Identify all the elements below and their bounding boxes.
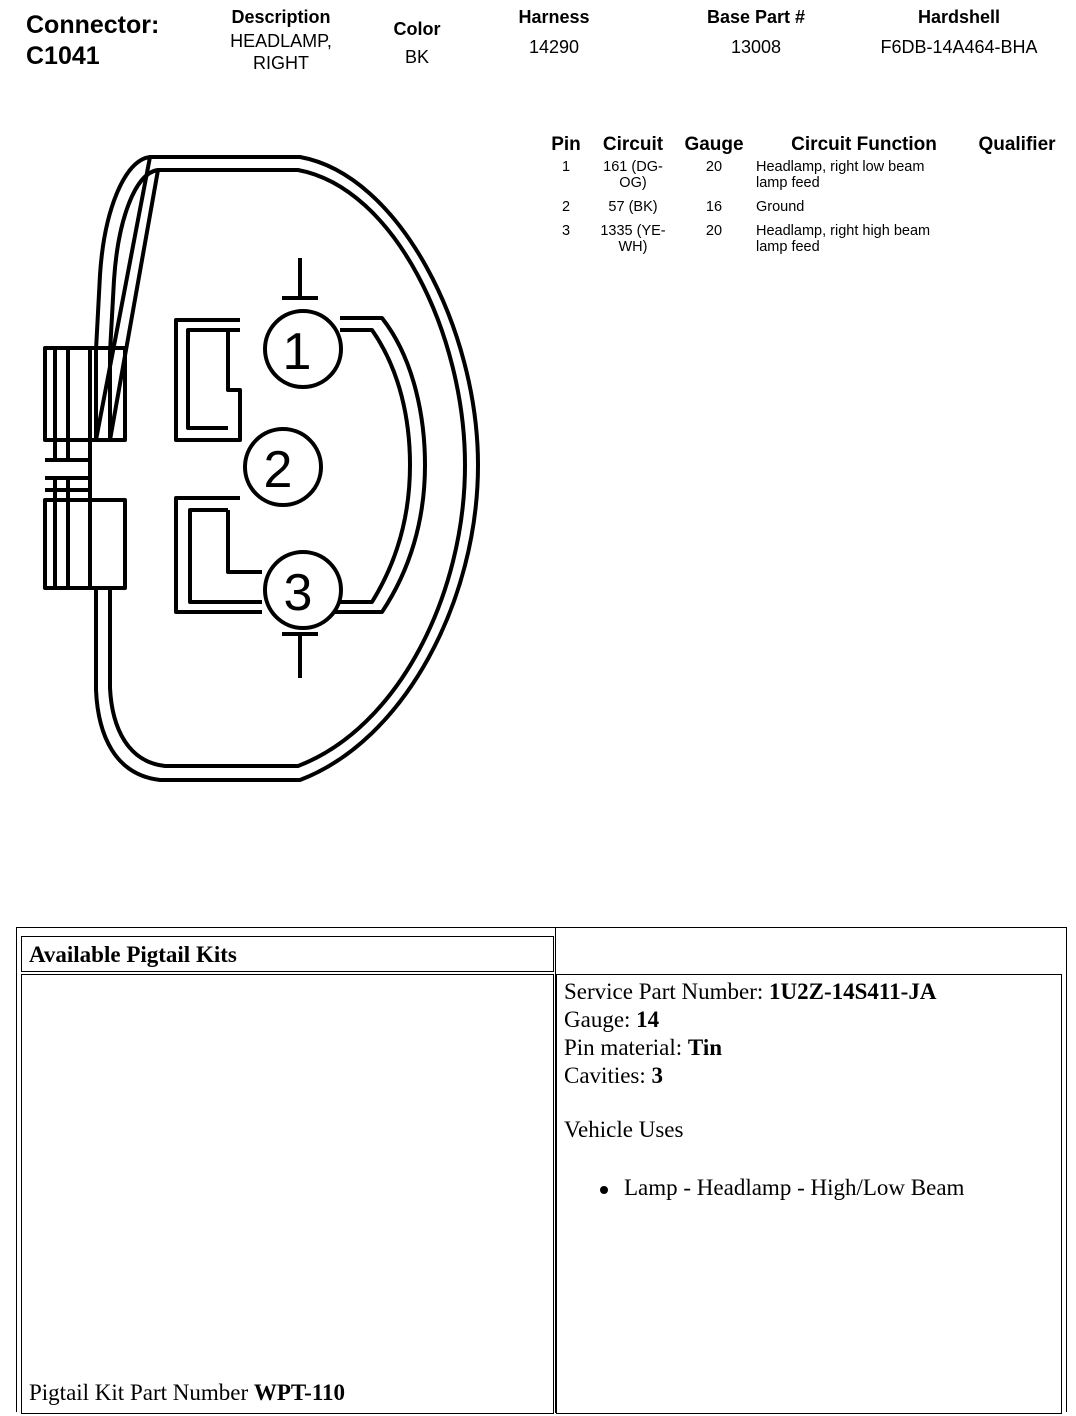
housing-inner-outline	[108, 168, 467, 768]
pin-table-header: Pin Circuit Gauge Circuit Function Quali…	[538, 132, 1062, 156]
vehicle-uses-title: Vehicle Uses	[564, 1117, 684, 1142]
pin-number: 2	[561, 199, 571, 215]
gauge-cell: 20	[705, 223, 723, 239]
gauge-label: Gauge:	[564, 1007, 637, 1032]
service-part-label: Service Part Number:	[564, 979, 770, 1004]
pin-number: 1	[561, 159, 571, 175]
pigtail-image-box: Pigtail Kit Part Number WPT-110	[21, 974, 554, 1414]
cavity-label-3: 3	[284, 564, 313, 622]
function-line: Headlamp, right high beam	[756, 223, 931, 239]
cavities-value: 3	[651, 1063, 664, 1088]
service-part-line: Service Part Number: 1U2Z-14S411-JA	[564, 978, 936, 1006]
function-line: lamp feed	[756, 239, 820, 255]
description-value-line1: HEADLAMP,	[230, 31, 332, 51]
service-part-value: 1U2Z-14S411-JA	[769, 979, 937, 1004]
kit-part-number: Pigtail Kit Part Number WPT-110	[29, 1379, 345, 1407]
pin-header: Pin	[551, 134, 581, 155]
cavity-label-1: 1	[283, 323, 312, 381]
cavity-3	[263, 550, 343, 630]
cavities-label: Cavities:	[564, 1063, 652, 1088]
color-header: Color	[393, 19, 441, 39]
description-column: Description HEADLAMP, RIGHT	[206, 6, 356, 74]
latch-lower-block	[43, 498, 127, 590]
harness-header: Harness	[518, 7, 590, 27]
pigtail-title: Available Pigtail Kits	[29, 942, 237, 967]
gauge-header: Gauge	[684, 134, 744, 155]
function-line: Headlamp, right low beam	[756, 159, 925, 175]
upper-key-slot-inner	[186, 328, 228, 430]
connector-label: Connector:	[26, 11, 160, 39]
terminal-channel-outer	[335, 316, 427, 614]
kit-part-number-label: Pigtail Kit Part Number	[29, 1380, 254, 1405]
cavity-1	[263, 309, 343, 389]
gauge-cell: 20	[705, 159, 723, 175]
cavity-label-2: 2	[264, 441, 293, 499]
upper-key-slot-outer	[174, 318, 242, 442]
base-part-value: 13008	[730, 37, 782, 57]
hardshell-column: Hardshell F6DB-14A464-BHA	[862, 6, 1056, 58]
gauge-cell: 16	[705, 199, 723, 215]
gauge-line: Gauge: 14	[564, 1006, 936, 1034]
table-row: 1 161 (DG-OG) 20 Headlamp, right low bea…	[538, 156, 1062, 196]
color-column: Color BK	[372, 18, 462, 68]
base-part-column: Base Part # 13008	[686, 6, 826, 58]
pin-material-line: Pin material: Tin	[564, 1034, 936, 1062]
harness-column: Harness 14290	[494, 6, 614, 58]
circuit-cell: 1335 (YE-WH)	[594, 220, 672, 260]
lower-key-slot-outer	[174, 496, 262, 614]
function-cell: Ground	[756, 196, 972, 220]
color-value: BK	[404, 47, 429, 67]
base-part-header: Base Part #	[706, 7, 806, 27]
connector-title: Connector: C1041	[26, 10, 159, 72]
circuit-line: WH)	[618, 239, 648, 255]
terminal-channel-inner	[335, 328, 412, 604]
kit-part-number-value: WPT-110	[253, 1380, 346, 1405]
function-line: Ground	[756, 199, 805, 215]
circuit-function-header: Circuit Function	[791, 134, 937, 155]
bullet-icon	[600, 1186, 608, 1194]
table-row: 2 57 (BK) 16 Ground	[538, 196, 1062, 220]
connector-face-diagram: 1 2 3	[43, 155, 480, 782]
cavity-2	[243, 427, 323, 507]
harness-value: 14290	[528, 37, 580, 57]
circuit-line: OG)	[619, 175, 647, 191]
circuit-header: Circuit	[602, 134, 664, 155]
qualifier-header: Qualifier	[978, 134, 1056, 155]
pin-number: 3	[561, 223, 571, 239]
housing-outer-outline	[94, 155, 480, 782]
cavities-line: Cavities: 3	[564, 1062, 936, 1090]
pin-table: Pin Circuit Gauge Circuit Function Quali…	[538, 132, 1062, 260]
table-row: 3 1335 (YE-WH) 20 Headlamp, right high b…	[538, 220, 1062, 260]
circuit-cell: 161 (DG-OG)	[594, 156, 672, 196]
pin-material-label: Pin material:	[564, 1035, 688, 1060]
circuit-line: 1335 (YE-	[600, 223, 666, 239]
pigtail-details-box: Service Part Number: 1U2Z-14S411-JA Gaug…	[556, 974, 1062, 1414]
qualifier-cell	[972, 220, 1062, 260]
pigtail-kits-section: Available Pigtail Kits Pigtail Kit Part …	[16, 927, 1067, 1414]
lower-key-slot-inner	[188, 508, 262, 604]
connector-id: C1041	[26, 42, 100, 70]
circuit-cell: 57 (BK)	[594, 196, 672, 220]
description-header: Description	[231, 7, 331, 27]
hardshell-header: Hardshell	[917, 7, 1001, 27]
qualifier-cell	[972, 196, 1062, 220]
description-value-line2: RIGHT	[253, 53, 309, 73]
circuit-line: 161 (DG-	[603, 159, 663, 175]
list-item: Lamp - Headlamp - High/Low Beam	[624, 1175, 965, 1200]
pigtail-title-box: Available Pigtail Kits	[21, 936, 554, 972]
gauge-value: 14	[636, 1007, 660, 1032]
pin-material-value: Tin	[687, 1035, 723, 1060]
function-line: lamp feed	[756, 175, 820, 191]
pigtail-specs: Service Part Number: 1U2Z-14S411-JA Gaug…	[564, 978, 936, 1090]
qualifier-cell	[972, 156, 1062, 196]
circuit-line: 57 (BK)	[608, 199, 658, 215]
column-divider	[555, 928, 556, 1413]
hardshell-value: F6DB-14A464-BHA	[880, 37, 1038, 57]
